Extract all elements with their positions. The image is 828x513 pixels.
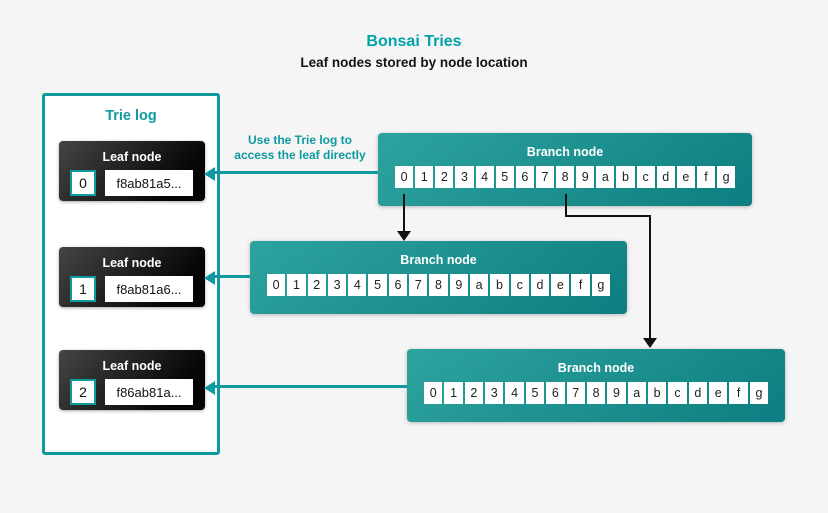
branch-cell: e [551, 274, 570, 296]
branch-cell: d [688, 382, 708, 404]
arrow-branch2-to-leaf1-line [214, 275, 250, 278]
branch-cell: c [636, 166, 655, 188]
branch-cell: g [717, 166, 736, 188]
branch-cell: c [668, 382, 687, 404]
branch-cell: 5 [525, 382, 545, 404]
annotation-text: Use the Trie log to access the leaf dire… [234, 133, 366, 162]
branch-cell: 2 [307, 274, 326, 296]
branch-cell: 0 [267, 274, 286, 296]
branch-cell: f [729, 382, 748, 404]
branch-node-label: Branch node [557, 361, 635, 375]
branch-node-label: Branch node [400, 253, 477, 267]
branch-cell: 1 [444, 382, 463, 404]
branch-cell: g [591, 274, 611, 296]
branch-cell: e [709, 382, 728, 404]
branch-cell: a [627, 382, 646, 404]
leaf-hash-value: f8ab81a6... [105, 276, 193, 302]
branch-cell: 2 [464, 382, 484, 404]
branch-cell: 3 [455, 166, 474, 188]
branch-cell: c [510, 274, 529, 296]
branch-cell: 9 [576, 166, 595, 188]
branch-cell: 1 [287, 274, 306, 296]
leaf-index-cell: 0 [70, 170, 96, 196]
leaf-node-2: Leaf node 2 f86ab81a... [59, 350, 205, 410]
diagram-header: Bonsai Tries Leaf nodes stored by node l… [0, 33, 828, 70]
branch-cell: 0 [424, 382, 443, 404]
branch-cell: b [647, 382, 667, 404]
branch-cell: 4 [348, 274, 367, 296]
arrow-branch3-to-leaf2-line [214, 385, 407, 388]
arrow-cell0-to-branch2-line [403, 194, 405, 232]
branch-cell: 3 [327, 274, 347, 296]
branch-cell: 4 [505, 382, 524, 404]
leaf-node-label: Leaf node [102, 359, 162, 373]
arrow-branch2-to-leaf1-head-icon [204, 271, 215, 285]
branch-cell: d [656, 166, 675, 188]
leaf-index-cell: 2 [70, 379, 96, 405]
branch-cell: 9 [607, 382, 626, 404]
leaf-node-label: Leaf node [102, 150, 162, 164]
leaf-index-cell: 1 [70, 276, 96, 302]
branch-cell: a [469, 274, 489, 296]
page-title: Bonsai Tries [366, 33, 462, 50]
branch-cell: 3 [485, 382, 504, 404]
arrow-cell0-to-branch2-head-icon [397, 231, 411, 241]
trie-log-title: Trie log [105, 108, 157, 124]
branch-cell: b [616, 166, 635, 188]
branch-cell: 9 [449, 274, 468, 296]
branch-cell: 0 [395, 166, 414, 188]
branch-cell: 7 [566, 382, 585, 404]
leaf-node-label: Leaf node [102, 256, 162, 270]
branch-cell: 2 [435, 166, 454, 188]
branch-cell: g [749, 382, 769, 404]
branch-cell: f [696, 166, 715, 188]
arrow-cell8-to-branch3-segment3 [649, 215, 651, 339]
page-subtitle: Leaf nodes stored by node location [300, 55, 528, 70]
branch-cell: 7 [535, 166, 554, 188]
leaf-node-1: Leaf node 1 f8ab81a6... [59, 247, 205, 307]
branch-cell: 6 [515, 166, 534, 188]
branch-cell: b [490, 274, 509, 296]
branch-cell: 8 [586, 382, 606, 404]
arrow-cell8-to-branch3-head-icon [643, 338, 657, 348]
arrow-cell8-to-branch3-segment2 [565, 215, 651, 217]
branch-cell: 1 [415, 166, 434, 188]
branch-cell: e [676, 166, 695, 188]
branch-cell: f [571, 274, 590, 296]
branch-cell: 8 [429, 274, 448, 296]
leaf-node-0: Leaf node 0 f8ab81a5... [59, 141, 205, 201]
branch-cell: 6 [546, 382, 565, 404]
arrow-cell8-to-branch3-segment1 [565, 194, 567, 217]
arrow-branch1-to-leaf0-head-icon [204, 167, 215, 181]
branch-cell: 4 [475, 166, 494, 188]
branch-cell: a [596, 166, 615, 188]
leaf-hash-value: f8ab81a5... [105, 170, 193, 196]
leaf-hash-value: f86ab81a... [105, 379, 193, 405]
arrow-branch1-to-leaf0-line [214, 171, 378, 174]
arrow-branch3-to-leaf2-head-icon [204, 381, 215, 395]
branch-node-label: Branch node [526, 145, 604, 159]
branch-cell: 5 [368, 274, 387, 296]
branch-cell: 5 [495, 166, 514, 188]
branch-cell: 6 [388, 274, 408, 296]
branch-cell: 7 [409, 274, 428, 296]
branch-cell: 8 [556, 166, 575, 188]
branch-cell: d [530, 274, 550, 296]
